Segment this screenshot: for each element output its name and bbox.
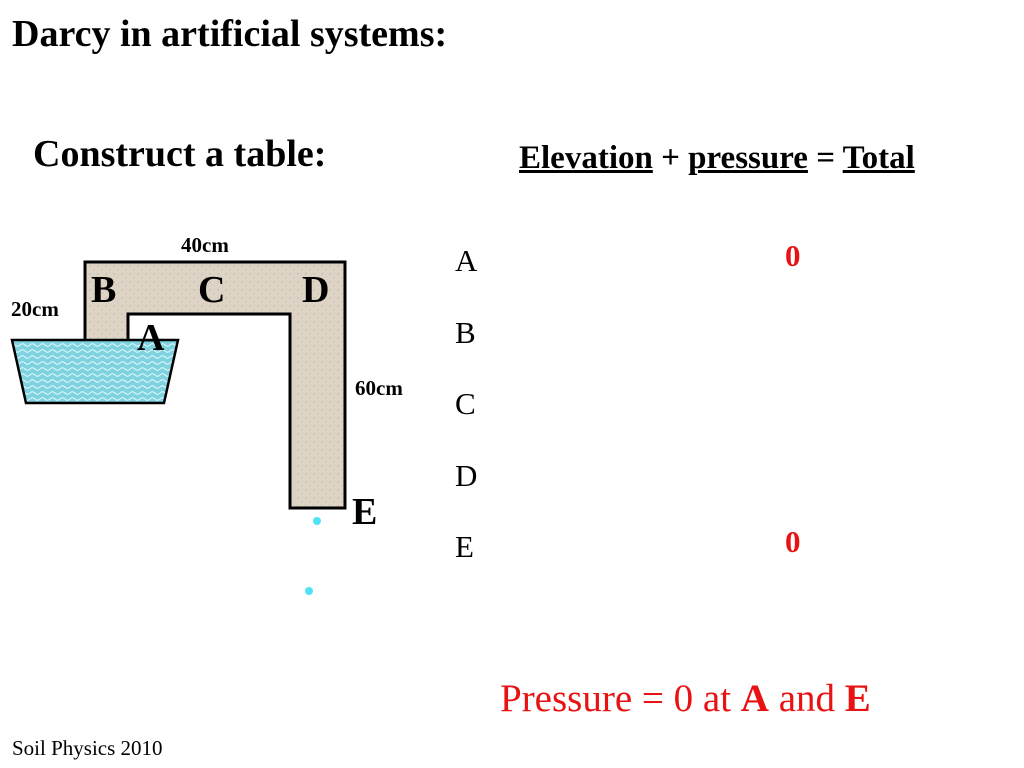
note-prefix: Pressure = 0 at bbox=[500, 677, 732, 720]
point-label-a: A bbox=[137, 317, 165, 359]
header-total: Total bbox=[842, 140, 915, 176]
row-label-c: C bbox=[455, 386, 476, 421]
row-label-b: B bbox=[455, 315, 476, 350]
point-label-b: B bbox=[91, 269, 117, 311]
point-label-c: C bbox=[198, 269, 226, 311]
dimension-top: 40cm bbox=[181, 233, 229, 257]
point-label-e: E bbox=[352, 491, 378, 533]
total-value-a: 0 bbox=[785, 238, 801, 273]
slide-footer: Soil Physics 2010 bbox=[12, 736, 163, 760]
note-conj: and bbox=[778, 677, 836, 720]
dimension-right: 60cm bbox=[355, 376, 403, 400]
dimension-left: 20cm bbox=[11, 297, 59, 321]
note-point-e: E bbox=[844, 677, 871, 720]
water-container bbox=[10, 338, 180, 405]
row-label-e: E bbox=[455, 529, 474, 564]
total-value-e: 0 bbox=[785, 524, 801, 559]
slide-title: Darcy in artificial systems: bbox=[12, 13, 448, 55]
header-equals: = bbox=[816, 140, 836, 176]
pressure-note: Pressure = 0 at A and E bbox=[500, 676, 871, 721]
water-drop bbox=[305, 587, 313, 595]
slide-subtitle: Construct a table: bbox=[33, 133, 327, 175]
row-label-a: A bbox=[455, 243, 478, 278]
header-pressure: pressure bbox=[688, 140, 808, 176]
water-drop bbox=[313, 517, 321, 525]
header-elevation: Elevation bbox=[519, 140, 653, 176]
table-header-equation: Elevation + pressure = Total bbox=[519, 140, 915, 177]
note-point-a: A bbox=[740, 677, 769, 720]
siphon-drawing bbox=[10, 260, 347, 510]
header-plus: + bbox=[661, 140, 680, 176]
row-label-d: D bbox=[455, 458, 478, 493]
siphon-diagram bbox=[0, 225, 440, 615]
point-label-d: D bbox=[302, 269, 330, 311]
